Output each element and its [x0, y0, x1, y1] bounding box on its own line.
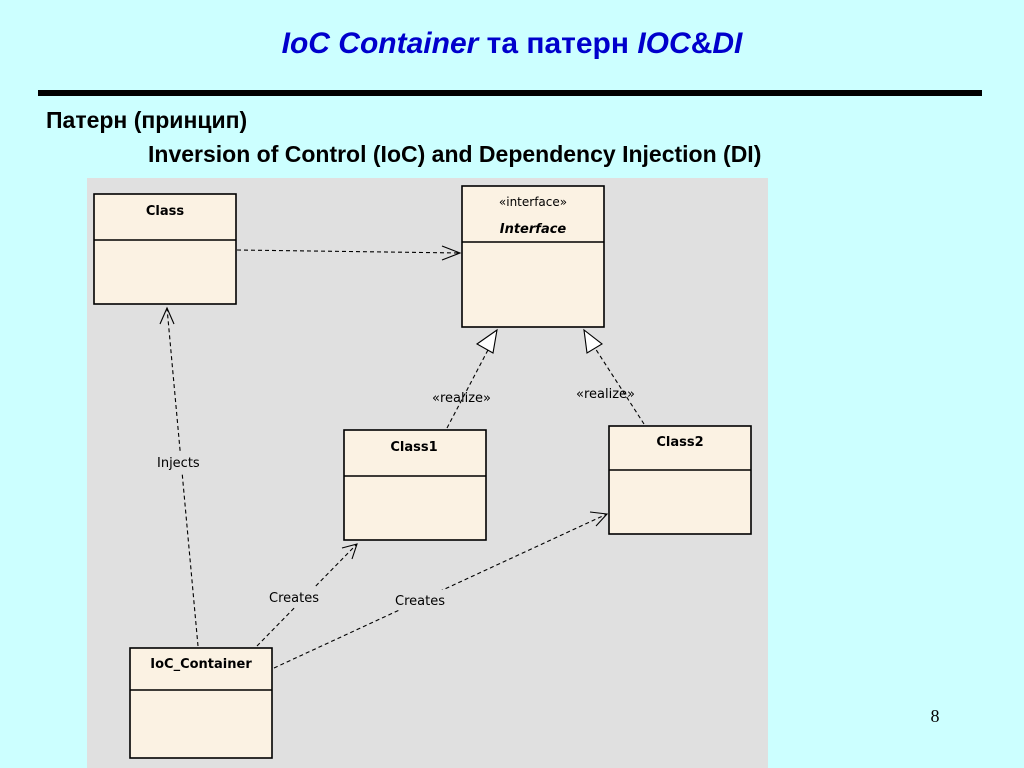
arrow-head-triangle	[475, 328, 498, 354]
creates-label-2: Creates	[395, 594, 445, 609]
edge-ioc-creates-class1: Creates	[256, 543, 358, 647]
class2-box: Class2	[608, 425, 752, 535]
title-ioc-container: IoC Container	[281, 27, 479, 60]
title-ampersand: &	[690, 27, 713, 60]
creates-label-1-bg	[265, 587, 331, 607]
injects-label: Injects	[157, 456, 200, 471]
interface-box-frame	[461, 185, 605, 328]
slide-title: IoC Container та патерн IOC&DI	[0, 24, 1024, 64]
ioc-container-box: IoC_Container	[129, 647, 273, 759]
class1-box: Class1	[343, 429, 487, 541]
class1-box-frame	[343, 429, 487, 541]
uml-diagram-canvas: Class «interface» Interface Class1 Class…	[93, 185, 752, 759]
uml-diagram: Class «interface» Interface Class1 Class…	[87, 178, 768, 768]
class-box-name: Class	[146, 204, 185, 219]
creates-label-2-bg	[392, 590, 458, 610]
edge-class1-realizes-interface: «realize»	[432, 328, 498, 429]
ioc-container-box-name: IoC_Container	[150, 657, 252, 672]
edge-class1-realize-line	[446, 347, 490, 429]
arrow-head-open	[341, 543, 358, 560]
arrow-head-open	[159, 306, 175, 325]
interface-box: «interface» Interface	[461, 185, 605, 328]
edge-class2-realizes-interface: «realize»	[576, 328, 645, 425]
subtitle-line-1: Патерн (принцип)	[46, 107, 248, 133]
arrow-head-triangle	[583, 328, 603, 354]
arrow-head-open	[441, 245, 462, 261]
injects-label-bg	[153, 452, 209, 472]
interface-box-name: Interface	[500, 222, 567, 237]
class2-box-frame	[608, 425, 752, 535]
interface-stereotype: «interface»	[499, 195, 567, 209]
edge-ioc-injects-class: Injects	[153, 306, 209, 647]
title-divider	[38, 90, 982, 96]
class1-box-name: Class1	[390, 440, 437, 455]
class2-box-name: Class2	[656, 435, 703, 450]
edge-class-to-interface-line	[236, 249, 461, 254]
creates-label-1: Creates	[269, 591, 319, 606]
title-di: DI	[712, 27, 743, 60]
edge-class-to-interface	[236, 245, 462, 261]
realize-label-2: «realize»	[576, 387, 635, 402]
realize-label-1: «realize»	[432, 391, 491, 406]
page-number: 8	[930, 706, 940, 726]
edge-class2-realize-line	[594, 347, 645, 425]
edge-ioc-creates-class2: Creates	[273, 511, 609, 669]
ioc-container-box-frame	[129, 647, 273, 759]
subtitle-line-2: Inversion of Control (IoC) and Dependenc…	[148, 141, 762, 167]
arrow-head-open	[589, 511, 609, 527]
class-box-frame	[93, 193, 237, 305]
edge-injects-line	[166, 307, 199, 647]
title-ioc: IOC	[637, 27, 691, 60]
title-middle: та патерн	[486, 27, 629, 60]
class-box: Class	[93, 193, 237, 305]
